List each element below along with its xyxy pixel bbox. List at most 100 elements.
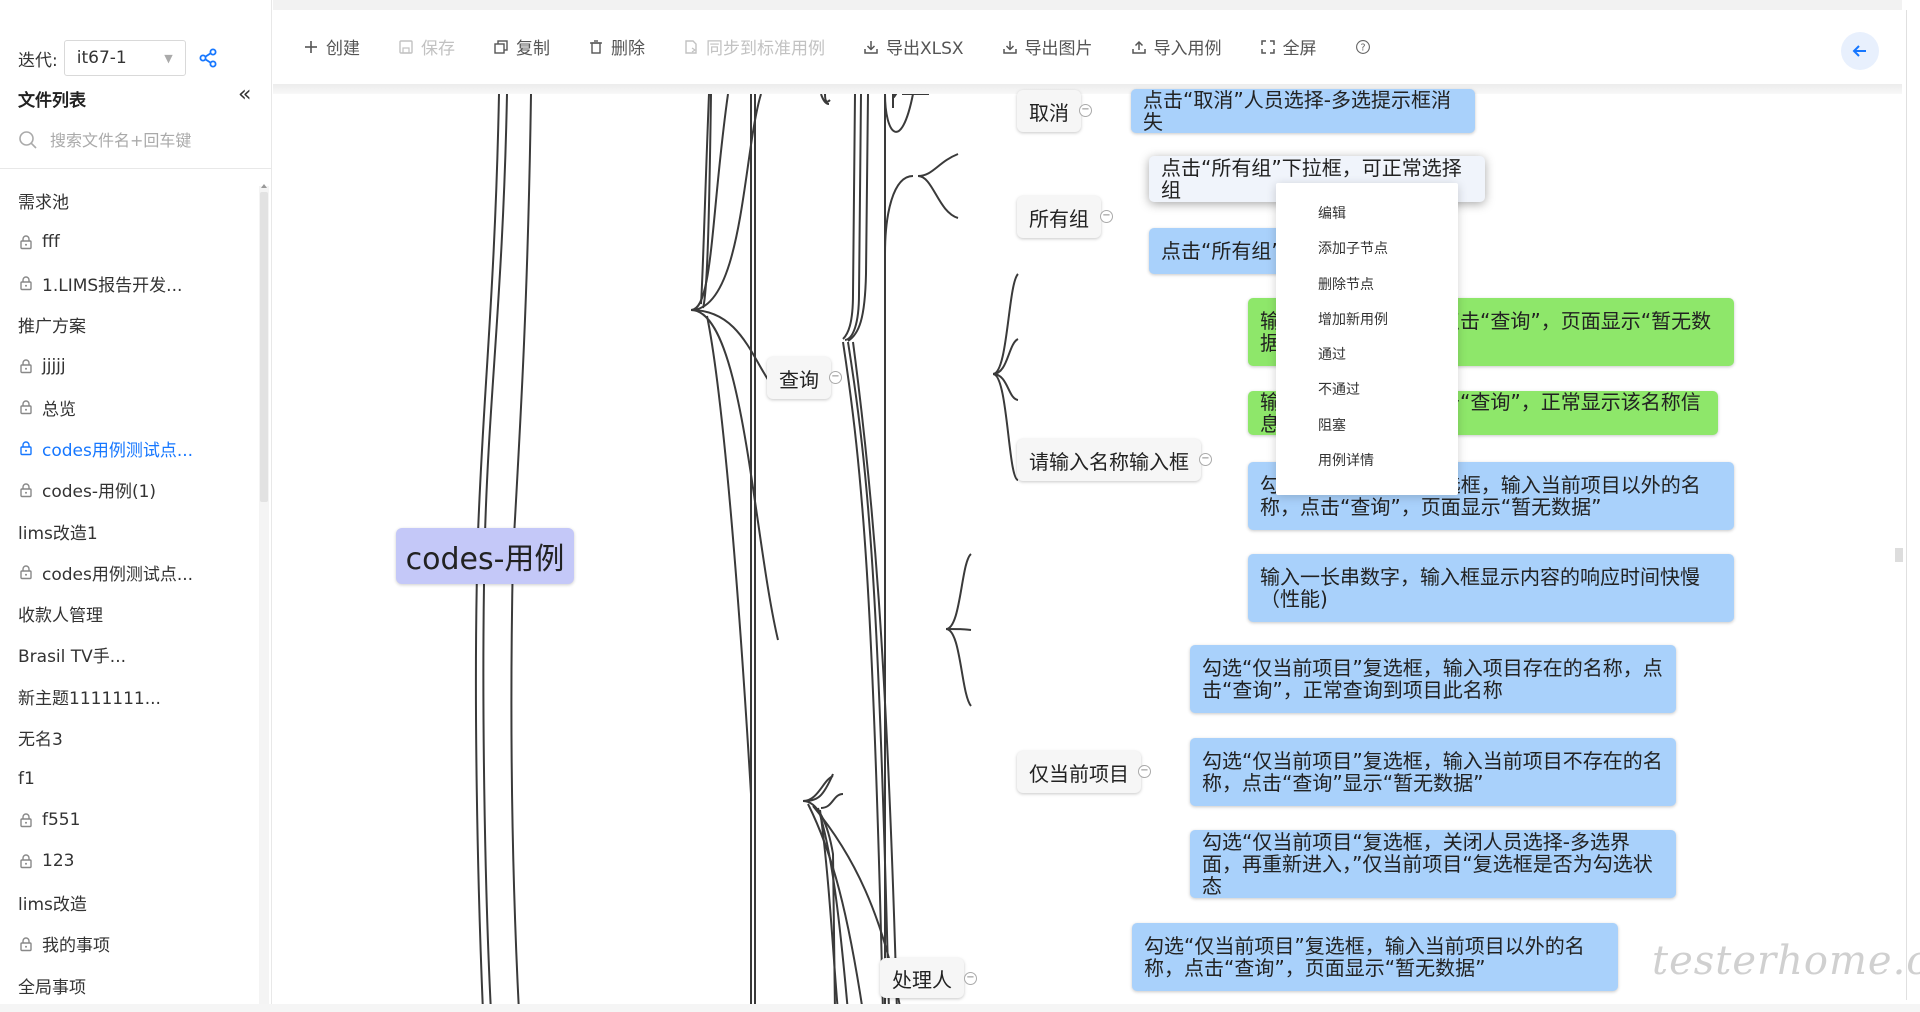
collapse-sidebar-icon[interactable]: « [238, 82, 252, 107]
file-list-item[interactable]: lims改造1 [0, 510, 260, 551]
sidebar-scrollbar[interactable] [259, 186, 269, 1006]
collapse-toggle-icon[interactable]: − [1138, 765, 1151, 778]
iteration-label: 迭代: [18, 50, 58, 71]
lock-icon [20, 483, 32, 497]
case-node[interactable]: 勾选“仅当前项目“复选框，关闭人员选择-多选界面，再重新进入，”仅当前项目“复选… [1190, 830, 1676, 898]
collapse-toggle-icon[interactable]: − [1100, 210, 1113, 223]
file-list-item[interactable]: codes用例测试点... [0, 428, 260, 469]
context-menu-item[interactable]: 不通过 [1318, 382, 1360, 399]
file-list-item[interactable]: f1 [0, 758, 260, 799]
svg-text:?: ? [1360, 42, 1365, 53]
file-list-item[interactable]: 全局事项 [0, 965, 260, 1006]
context-menu-item[interactable]: 编辑 [1318, 206, 1346, 222]
file-list-item[interactable]: 我的事项 [0, 923, 260, 964]
subtopic-cancel[interactable]: 取消 [1017, 90, 1081, 132]
search-icon [19, 131, 37, 149]
iteration-value: it67-1 [76, 48, 127, 68]
canvas-scrollbar-thumb[interactable] [1895, 548, 1903, 562]
subtopic-name-input[interactable]: 请输入名称输入框 [1017, 439, 1201, 481]
chevron-down-icon: ▼ [164, 51, 173, 65]
topic-handler[interactable]: 处理人 [880, 958, 964, 998]
file-list-item[interactable]: 1.LIMS报告开发... [0, 263, 260, 304]
context-menu-item[interactable]: 通过 [1318, 347, 1346, 364]
toolbar-button[interactable]: 保存 [398, 34, 455, 59]
file-list-item[interactable]: 推广方案 [0, 304, 260, 345]
file-name: lims改造 [18, 895, 87, 916]
file-list-item[interactable]: 无名3 [0, 717, 260, 758]
bottom-edge [0, 1004, 1920, 1012]
lock-icon [20, 276, 32, 291]
lock-icon [20, 937, 32, 952]
file-list-item[interactable]: 总览 [0, 386, 260, 427]
toolbar-button[interactable]: 创建 [303, 34, 360, 59]
case-node[interactable]: 输入一长串数字，输入框显示内容的响应时间快慢（性能) [1248, 554, 1734, 622]
toolbar-button-label: 导出图片 [1024, 39, 1093, 59]
iteration-select[interactable]: it67-1 ▼ [63, 40, 186, 76]
subtopic-all-groups[interactable]: 所有组 [1017, 196, 1101, 238]
toolbar-button[interactable]: 删除 [588, 34, 645, 59]
context-menu-item[interactable]: 增加新用例 [1318, 311, 1388, 328]
download-icon [864, 40, 878, 54]
help-icon: ? [1355, 39, 1370, 54]
file-name: 新主题1111111... [18, 688, 161, 709]
toolbar-button[interactable]: 复制 [493, 34, 550, 59]
lock-icon [20, 400, 32, 415]
case-node[interactable]: 勾选“仅当前项目”复选框，输入项目存在的名称，点击“查询”，正常查询到项目此名称 [1190, 645, 1676, 713]
file-list-item[interactable]: 123 [0, 841, 260, 882]
file-list-item[interactable]: jjjjj [0, 345, 260, 386]
back-button[interactable] [1841, 32, 1879, 70]
subtopic-current-project[interactable]: 仅当前项目 [1017, 751, 1141, 793]
collapse-toggle-icon[interactable]: − [829, 371, 842, 384]
file-search [18, 130, 268, 150]
file-list-title: 文件列表 [18, 91, 86, 111]
file-list-item[interactable]: lims改造 [0, 882, 260, 923]
file-list-item[interactable]: 新主题1111111... [0, 676, 260, 717]
file-name: f551 [42, 810, 81, 831]
context-menu-item[interactable]: 阻塞 [1318, 417, 1346, 434]
save-icon [399, 39, 413, 54]
file-list-item[interactable]: codes-用例(1) [0, 469, 260, 510]
search-input[interactable] [50, 130, 250, 150]
canvas-right-edge [1902, 0, 1920, 1012]
share-icon[interactable] [198, 48, 218, 68]
plus-icon [305, 40, 317, 53]
lock-icon [20, 854, 32, 869]
file-list-item[interactable]: 需求池 [0, 180, 260, 221]
file-name: lims改造1 [18, 523, 98, 544]
file-name: codes用例测试点... [42, 564, 194, 585]
collapse-toggle-icon[interactable]: − [1199, 453, 1212, 466]
file-list-item[interactable]: 收款人管理 [0, 593, 260, 634]
file-name: jjjjj [42, 355, 66, 376]
context-menu-item[interactable]: 删除节点 [1318, 276, 1374, 293]
case-node[interactable]: 点击“取消”人员选择-多选提示框消失 [1131, 89, 1475, 133]
help-button[interactable]: ? [1355, 39, 1378, 55]
scroll-up-arrow-icon[interactable] [261, 184, 267, 188]
file-list-item[interactable]: f551 [0, 799, 260, 840]
file-list-item[interactable]: fff [0, 221, 260, 262]
toolbar-button-label: 复制 [516, 39, 550, 59]
context-menu-item[interactable]: 用例详情 [1318, 453, 1374, 470]
case-node[interactable]: 勾选“仅当前项目”复选框，输入当前项目不存在的名称，点击“查询”显示“暂无数据” [1190, 738, 1676, 806]
context-menu: 编辑添加子节点删除节点增加新用例通过不通过阻塞用例详情 [1276, 183, 1458, 495]
arrow-left-icon [1852, 45, 1866, 57]
sidebar-scrollbar-thumb[interactable] [260, 192, 268, 502]
toolbar-button[interactable]: 全屏 [1260, 34, 1317, 59]
toolbar-button[interactable]: 导出图片 [1002, 34, 1093, 59]
canvas-scrollbar[interactable] [1906, 10, 1907, 1000]
toolbar-button[interactable]: 同步到标准用例 [683, 34, 825, 59]
toolbar-button-label: 全屏 [1282, 39, 1317, 59]
context-menu-item[interactable]: 添加子节点 [1318, 241, 1388, 258]
root-node[interactable]: codes-用例 [396, 528, 574, 584]
toolbar-button[interactable]: 导入用例 [1131, 34, 1222, 59]
watermark: testerhome.com [1652, 938, 1920, 984]
file-name: 我的事项 [42, 936, 110, 957]
topic-query[interactable]: 查询 [767, 357, 831, 399]
case-node[interactable]: 勾选“仅当前项目”复选框，输入当前项目以外的名称，点击“查询”，页面显示“暂无数… [1132, 923, 1618, 991]
collapse-toggle-icon[interactable]: − [964, 972, 977, 985]
file-list-item[interactable]: Brasil TV手... [0, 634, 260, 675]
toolbar-button[interactable]: 导出XLSX [863, 34, 964, 59]
file-list-item[interactable]: codes用例测试点... [0, 552, 260, 593]
collapse-toggle-icon[interactable]: − [1079, 104, 1092, 117]
